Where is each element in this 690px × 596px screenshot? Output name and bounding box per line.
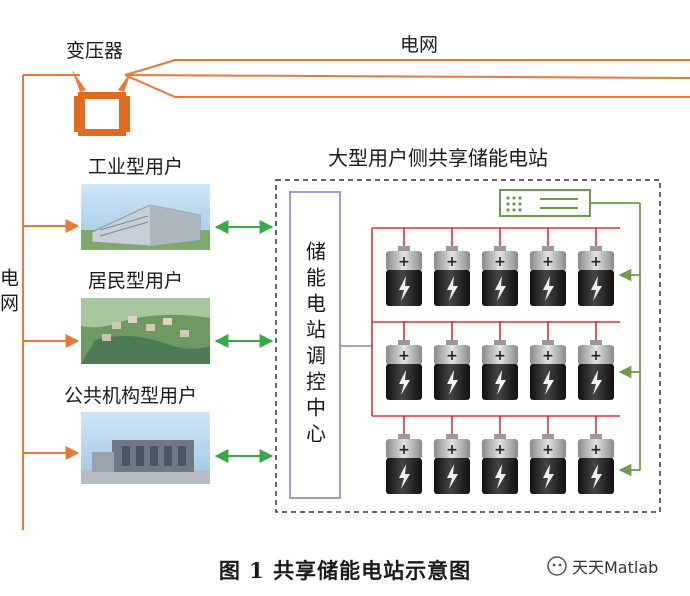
svg-text:+: + (494, 442, 506, 458)
lightning-icon (591, 464, 602, 489)
svg-text:+: + (590, 348, 602, 364)
svg-text:+: + (446, 254, 458, 270)
battery-icon: + (530, 340, 566, 400)
monitoring-lines (590, 202, 641, 477)
lightning-icon (543, 276, 554, 301)
svg-text:+: + (446, 348, 458, 364)
battery-icon: + (578, 434, 614, 494)
lightning-icon (543, 464, 554, 489)
lightning-icon (399, 370, 410, 395)
svg-text:+: + (494, 254, 506, 270)
public-user-photo (81, 412, 210, 484)
lightning-icon (543, 370, 554, 395)
battery-icon: + (530, 434, 566, 494)
watermark-text: 天天Matlab (572, 558, 659, 577)
lightning-icon (399, 276, 410, 301)
transformer-icon (72, 70, 132, 136)
grid-top-label: 电网 (400, 34, 439, 56)
battery-icon: + (578, 340, 614, 400)
battery-icon: + (386, 246, 422, 306)
svg-text:+: + (494, 348, 506, 364)
transformer-label: 变压器 (66, 40, 124, 62)
battery-array: + + + + + + + + + + + + + + + (386, 246, 614, 494)
figure-caption: 图 1 共享储能电站示意图 (218, 558, 472, 583)
lightning-icon (447, 464, 458, 489)
lightning-icon (447, 370, 458, 395)
lightning-icon (495, 276, 506, 301)
lightning-icon (495, 464, 506, 489)
lightning-icon (495, 370, 506, 395)
battery-icon: + (434, 340, 470, 400)
svg-text:+: + (446, 442, 458, 458)
control-center-label-wrap: 储能电站调控中心 (290, 192, 340, 498)
control-center-box (289, 191, 341, 499)
battery-icon: + (434, 246, 470, 306)
wechat-icon (547, 556, 567, 576)
svg-text:+: + (590, 442, 602, 458)
svg-text:+: + (590, 254, 602, 270)
exchange-arrows (214, 220, 274, 463)
svg-text:+: + (398, 442, 410, 458)
server-icon (499, 189, 591, 217)
residential-user-photo (81, 298, 210, 364)
control-center-label: 储能电站调控中心 (302, 241, 327, 449)
station-title: 大型用户侧共享储能电站 (328, 146, 548, 170)
lightning-icon (591, 276, 602, 301)
battery-icon: + (482, 246, 518, 306)
user-label-residential: 居民型用户 (88, 270, 184, 292)
svg-text:+: + (542, 254, 554, 270)
user-label-public: 公共机构型用户 (64, 385, 198, 407)
watermark: 天天Matlab (546, 554, 658, 578)
svg-text:+: + (542, 442, 554, 458)
svg-text:+: + (398, 254, 410, 270)
battery-icon: + (482, 340, 518, 400)
lightning-icon (591, 370, 602, 395)
svg-text:+: + (542, 348, 554, 364)
lightning-icon (447, 276, 458, 301)
industrial-user-photo (81, 184, 210, 250)
battery-icon: + (386, 340, 422, 400)
lightning-icon (399, 464, 410, 489)
battery-icon: + (482, 434, 518, 494)
battery-bus (371, 227, 620, 436)
user-label-industrial: 工业型用户 (88, 156, 184, 178)
battery-icon: + (386, 434, 422, 494)
grid-left-label: 电网 (0, 268, 19, 318)
battery-icon: + (530, 246, 566, 306)
battery-icon: + (434, 434, 470, 494)
svg-text:+: + (398, 348, 410, 364)
station-boundary (275, 179, 661, 513)
battery-icon: + (578, 246, 614, 306)
